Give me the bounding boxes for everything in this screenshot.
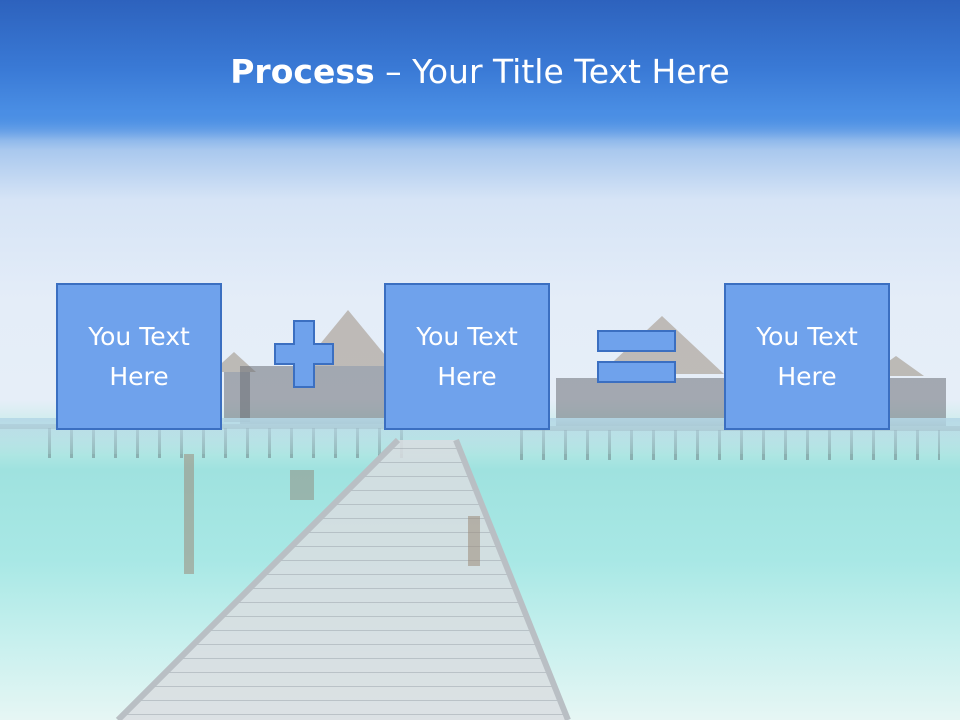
process-box-1[interactable]: You Text Here [56,283,222,430]
title-band [0,0,960,140]
process-box-2[interactable]: You Text Here [384,283,550,430]
process-box-3-text[interactable]: You Text Here [756,321,858,391]
process-box-3[interactable]: You Text Here [724,283,890,430]
process-box-2-text[interactable]: You Text Here [416,321,518,391]
center-hut [240,366,400,424]
plus-icon [274,320,334,388]
equals-icon [597,330,676,383]
title-dash: – [374,52,413,91]
slide-title: Process – Your Title Text Here [0,52,960,91]
title-rest: Your Title Text Here [412,52,730,91]
process-box-1-text[interactable]: You Text Here [88,321,190,391]
title-bold: Process [230,52,375,91]
